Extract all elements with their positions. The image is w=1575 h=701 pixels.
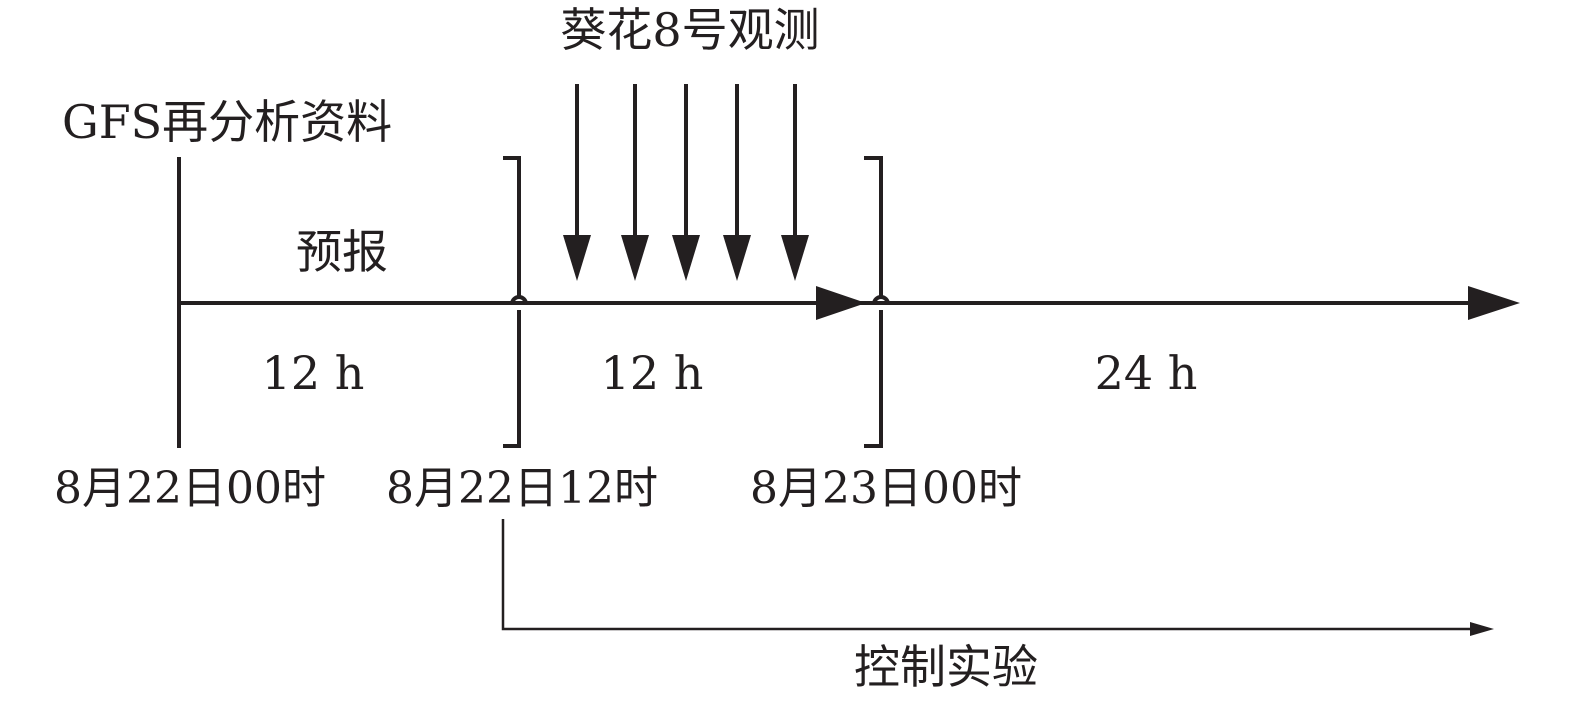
- forecast-label: 预报: [296, 225, 388, 279]
- himawari-observation-arrows: [563, 84, 809, 281]
- time-0822-00: 8月22日00时: [54, 463, 326, 514]
- time-0823-00: 8月23日00时: [750, 463, 1022, 514]
- observation-arrowhead: [563, 235, 591, 281]
- duration-first: 12 h: [262, 346, 365, 400]
- observation-arrowhead: [672, 235, 700, 281]
- bracket-2300: [864, 156, 883, 448]
- time-0822-12: 8月22日12时: [386, 463, 658, 514]
- bracket-1222: [503, 156, 521, 448]
- control-experiment-arrowhead: [1470, 622, 1494, 636]
- bracket-1222-hop: [510, 295, 528, 305]
- duration-third: 24 h: [1095, 346, 1198, 400]
- control-experiment-label: 控制实验: [854, 640, 1038, 694]
- assimilation-window-arrowhead: [816, 286, 866, 320]
- timeline-end-arrowhead: [1468, 286, 1520, 320]
- observation-arrowhead: [723, 235, 751, 281]
- control-experiment-line: [501, 519, 1475, 631]
- himawari-observation-label: 葵花8号观测: [560, 3, 819, 57]
- gfs-reanalysis-label: GFS再分析资料: [62, 95, 392, 149]
- observation-arrowhead: [621, 235, 649, 281]
- duration-second: 12 h: [601, 346, 704, 400]
- observation-arrowhead: [781, 235, 809, 281]
- bracket-2300-hop: [872, 295, 890, 305]
